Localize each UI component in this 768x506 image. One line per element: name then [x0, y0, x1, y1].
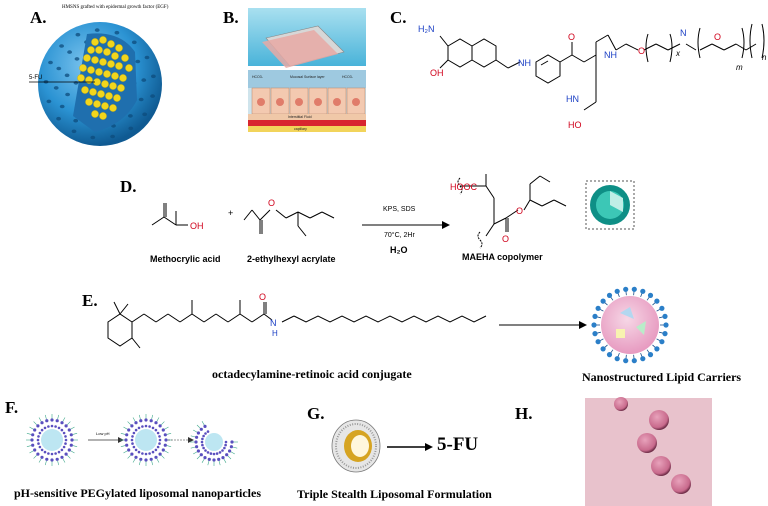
panel-f-caption: pH-sensitive PEGylated liposomal nanopar…	[14, 486, 262, 500]
atom-h2n: H₂N	[418, 24, 435, 34]
atom-o-peg: O	[638, 46, 645, 56]
conditions-top: KPS, SDS	[383, 206, 416, 213]
product-label: MAEHA copolymer	[462, 252, 543, 262]
panel-g-drug: 5-FU	[437, 434, 479, 455]
nanostructured-lipid-carrier	[591, 286, 669, 364]
methacrylic-acid-structure: OH	[151, 203, 204, 231]
mucoadhesive-patch-illustration: HCO3- Mucosal Surface layer HCO3- Inters…	[248, 8, 366, 132]
arrow-to-drug	[387, 443, 433, 451]
atom-o-ester: O	[714, 32, 721, 42]
reactant2-label: 2-ethylhexyl acrylate	[247, 254, 336, 264]
ethylhexyl-acrylate-structure: O	[243, 198, 335, 237]
atom-o-carbonyl: O	[502, 234, 509, 244]
panel-b-letter: B.	[223, 8, 239, 27]
atom-hn: HN	[566, 94, 579, 104]
microscopy-image	[585, 397, 712, 506]
panel-a-title: HMSNS grafted with epidermal growth fact…	[62, 5, 169, 10]
atom-ho: HO	[568, 120, 582, 130]
low-ph-label: Low pH	[96, 431, 110, 436]
panel-f-letter: F.	[5, 398, 19, 417]
panel-a-letter: A.	[30, 8, 47, 27]
panel-b-strip-label-2: Mucosal Surface layer	[290, 75, 325, 79]
panel-d-letter: D.	[120, 177, 137, 196]
atom-n-linker: N	[680, 28, 687, 38]
panel-b-strip-label-1: HCO3-	[252, 75, 264, 79]
reaction-solvent: H₂O	[390, 245, 408, 255]
copolymer-nanoparticle-icon	[585, 180, 635, 230]
reaction-plus: +	[228, 208, 234, 218]
conditions-bottom: 70°C, 2Hr	[384, 232, 415, 239]
atom-o-amide-conjugate: O	[259, 292, 266, 302]
folate-peg-polymer-structure: H₂N OH NH O HN HO NH O x N O m n	[418, 23, 767, 130]
atom-oh: OH	[430, 68, 444, 78]
panel-b-strip-label-5: capillary	[294, 127, 307, 131]
subscript-x: x	[675, 49, 681, 58]
mesoporous-silica-nanosphere: 5-FU	[29, 22, 162, 146]
panel-g-letter: G.	[307, 404, 325, 423]
panel-c-letter: C.	[390, 8, 407, 27]
conjugate-label: octadecylamine-retinoic acid conjugate	[212, 367, 412, 381]
ph-sensitive-liposome-sequence: Low pH	[26, 414, 238, 466]
atom-o-amide: O	[568, 32, 575, 42]
atom-nh-peg: NH	[604, 50, 617, 60]
atom-hooc: HOOC	[450, 182, 478, 192]
reaction-arrow-d	[362, 221, 450, 229]
maeha-copolymer-structure: HOOC O O	[450, 174, 567, 249]
panel-b-strip-label-4: Interstitial Fluid	[288, 115, 312, 119]
atom-nh: NH	[518, 58, 531, 68]
panel-a-drug-label: 5-FU	[29, 75, 42, 81]
atom-o-ester-copolymer: O	[516, 206, 523, 216]
panel-h-letter: H.	[515, 404, 533, 423]
panel-g-caption: Triple Stealth Liposomal Formulation	[297, 487, 492, 501]
reaction-arrow-e	[499, 321, 587, 329]
subscript-n: n	[762, 53, 767, 62]
atom-n-conjugate: N	[270, 318, 277, 328]
atom-oh-methacrylic: OH	[190, 221, 204, 231]
panel-b-strip-label-3: HCO3-	[342, 75, 354, 79]
atom-o-acrylate-ester: O	[268, 198, 275, 208]
retinoic-acid-conjugate-structure: O N H	[107, 292, 487, 349]
reactant1-label: Methocrylic acid	[150, 254, 221, 264]
nlc-label: Nanostructured Lipid Carriers	[582, 370, 742, 384]
atom-h-conjugate: H	[272, 329, 278, 338]
panel-e-letter: E.	[82, 291, 98, 310]
subscript-m: m	[736, 63, 743, 72]
stealth-liposome	[331, 419, 381, 473]
